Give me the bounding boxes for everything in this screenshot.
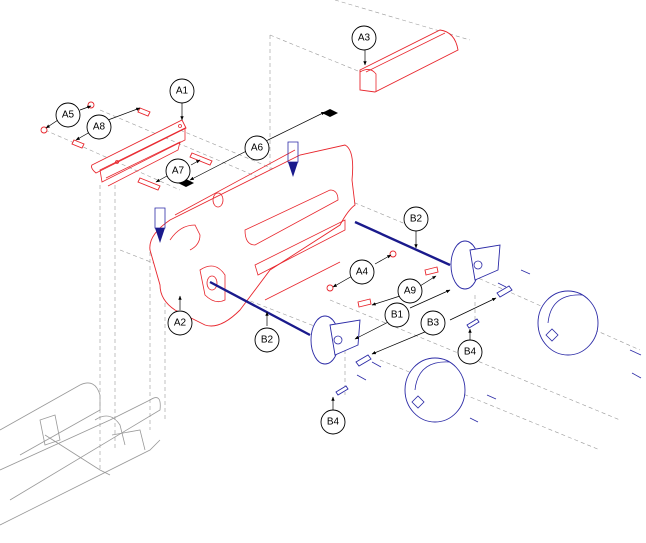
callout-b4-right: B4 (457, 339, 483, 365)
motor-hub-right (450, 240, 501, 290)
svg-text:A5: A5 (62, 110, 75, 121)
svg-text:A9: A9 (404, 286, 417, 297)
svg-text:B2: B2 (410, 214, 423, 225)
svg-text:B1: B1 (391, 310, 404, 321)
callout-a9: A9 (397, 278, 423, 304)
svg-text:A3: A3 (358, 33, 371, 44)
hardware-a7 (137, 152, 213, 191)
callout-b2-upper: B2 (403, 206, 429, 232)
callout-b4-left: B4 (320, 409, 346, 435)
hub-cap-right (537, 290, 599, 356)
callout-b1: B1 (384, 302, 410, 328)
callout-a3: A3 (351, 25, 377, 51)
callout-a8: A8 (86, 114, 112, 140)
callout-a7: A7 (165, 158, 191, 184)
callout-a4: A4 (349, 259, 375, 285)
callout-a2: A2 (167, 310, 193, 336)
svg-text:A1: A1 (176, 86, 189, 97)
callout-a6: A6 (244, 135, 270, 161)
motor-hub-left (310, 315, 361, 365)
svg-text:A6: A6 (251, 143, 264, 154)
main-shroud-part (149, 144, 356, 327)
svg-text:B2: B2 (261, 335, 274, 346)
callout-b3: B3 (420, 310, 446, 336)
svg-text:B4: B4 (464, 347, 477, 358)
callout-a5: A5 (55, 102, 81, 128)
svg-text:B3: B3 (427, 318, 440, 329)
hardware-a4-a9 (326, 250, 439, 308)
svg-text:A4: A4 (356, 267, 369, 278)
svg-text:A2: A2 (174, 318, 187, 329)
callout-b2-lower: B2 (254, 327, 280, 353)
top-cover-part (359, 29, 459, 93)
cap-screws (356, 269, 642, 423)
svg-text:A8: A8 (93, 122, 106, 133)
bracket-part (91, 119, 187, 187)
hub-cap-left (404, 357, 466, 423)
base-frame (0, 382, 161, 526)
pins-b4 (335, 285, 513, 396)
assembly-guide-lines (44, 0, 641, 470)
wiring-connectors (154, 141, 299, 243)
axle-rods (209, 220, 451, 337)
svg-text:A7: A7 (172, 166, 185, 177)
callout-a1: A1 (169, 78, 195, 104)
svg-text:B4: B4 (327, 417, 340, 428)
